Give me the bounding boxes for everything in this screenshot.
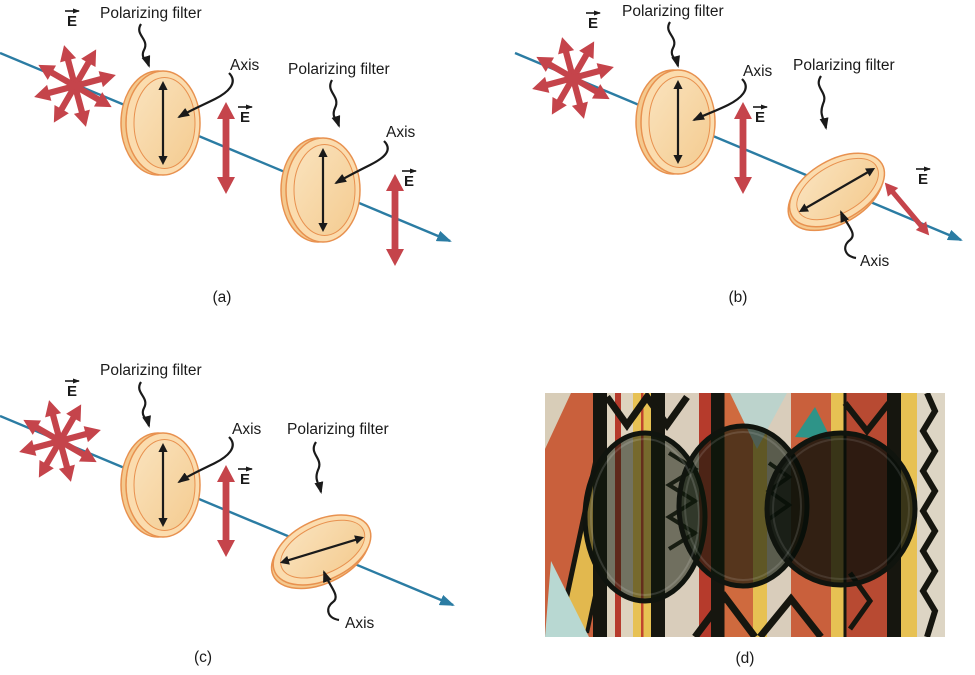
panel-b-tag: (b) bbox=[729, 289, 748, 306]
curved-arrow-to-axis-1 bbox=[177, 72, 234, 119]
polarizing-filter-2-tilted bbox=[773, 137, 900, 247]
curved-arrow-to-axis-1 bbox=[692, 78, 747, 121]
panel-c-tag: (c) bbox=[194, 649, 212, 666]
polarizing-filter-1-label: Polarizing filter bbox=[100, 362, 202, 379]
e-field-label-out: E bbox=[404, 173, 414, 190]
polarizing-filter-1 bbox=[120, 70, 201, 176]
unpolarized-light-arrows bbox=[31, 42, 119, 130]
e-field-arrow-mid bbox=[217, 465, 235, 557]
axis-2-label: Axis bbox=[386, 124, 416, 141]
e-field-label-mid: E bbox=[240, 109, 250, 126]
lens-right bbox=[764, 430, 918, 588]
squiggle-arrow-to-filter-1 bbox=[138, 23, 151, 68]
squiggle-arrow-to-filter-2 bbox=[312, 441, 324, 494]
e-field-label-incident: E bbox=[588, 15, 598, 32]
panel-c: E E Polarizing filter Axis Polarizing fi… bbox=[0, 362, 455, 666]
squiggle-arrow-to-filter-1 bbox=[138, 381, 151, 428]
squiggle-arrow-to-filter-2 bbox=[817, 75, 829, 130]
e-field-label-mid: E bbox=[755, 109, 765, 126]
polarizing-filter-1 bbox=[120, 432, 201, 538]
panel-d-tag: (d) bbox=[735, 650, 755, 667]
e-field-label-out: E bbox=[918, 171, 928, 188]
polarizing-filter-2-label: Polarizing filter bbox=[288, 61, 390, 78]
polarizing-filter-2-tilted bbox=[258, 500, 384, 604]
polarizing-filter-2-label: Polarizing filter bbox=[287, 421, 389, 438]
axis-1-label: Axis bbox=[230, 57, 260, 74]
crossed-polarizers-photo bbox=[545, 390, 945, 640]
e-field-arrow-mid bbox=[217, 102, 235, 194]
unpolarized-light-arrows bbox=[529, 34, 617, 122]
unpolarized-light-arrows bbox=[16, 397, 104, 485]
polarizer-lenses bbox=[582, 423, 918, 604]
panel-b: E E E Polarizing filter Axis Polarizing … bbox=[514, 3, 963, 306]
axis-1-label: Axis bbox=[743, 63, 773, 80]
e-field-arrow-mid bbox=[734, 102, 752, 194]
curved-arrow-to-axis-1 bbox=[177, 436, 234, 484]
axis-1-label: Axis bbox=[232, 421, 262, 438]
squiggle-arrow-to-filter-1 bbox=[667, 21, 680, 68]
polarizing-filter-1 bbox=[635, 69, 716, 175]
e-field-label-incident: E bbox=[67, 13, 77, 30]
panel-d-photo bbox=[545, 390, 945, 640]
curved-arrow-to-axis-2 bbox=[334, 140, 389, 185]
panel-a-tag: (a) bbox=[213, 289, 232, 306]
squiggle-arrow-to-axis-2 bbox=[839, 210, 857, 260]
polarizing-filter-1-label: Polarizing filter bbox=[622, 3, 724, 20]
panel-a: E E E Polarizing filter Axis Polarizing … bbox=[0, 5, 452, 306]
squiggle-arrow-to-filter-2 bbox=[329, 79, 341, 128]
axis-2-label: Axis bbox=[860, 253, 890, 270]
polarizing-filter-2 bbox=[280, 137, 361, 243]
e-field-label-mid: E bbox=[240, 471, 250, 488]
squiggle-arrow-to-axis-2 bbox=[322, 570, 340, 622]
axis-2-label: Axis bbox=[345, 615, 375, 632]
polarizing-filter-2-label: Polarizing filter bbox=[793, 57, 895, 74]
e-field-label-incident: E bbox=[67, 383, 77, 400]
polarizing-filter-1-label: Polarizing filter bbox=[100, 5, 202, 22]
